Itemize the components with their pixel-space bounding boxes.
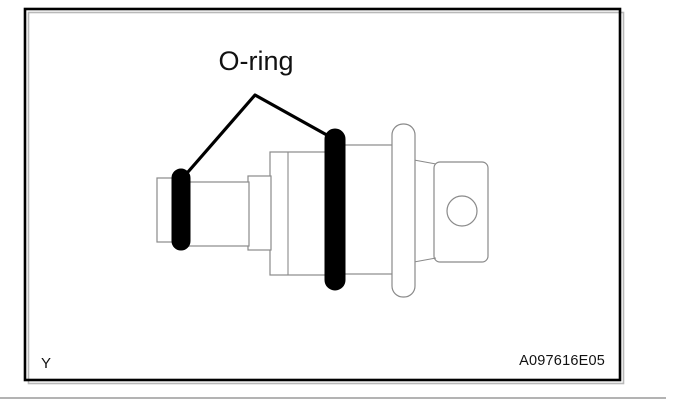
right-oring-shape [324, 128, 346, 291]
left-oring-shape [171, 168, 191, 251]
mid-step-collar-outline [247, 175, 272, 251]
oring-title-label: O-ring [218, 46, 293, 76]
figure-code-label: A097616E05 [519, 353, 605, 369]
oring-leader-line [179, 93, 336, 182]
taper-upper-line [413, 159, 437, 165]
flange-disc-outline [391, 123, 416, 298]
frame-shadow [27, 11, 625, 385]
port-hole-circle [446, 195, 478, 227]
diagram-frame-border [23, 7, 622, 382]
view-direction-label: Y [41, 355, 51, 372]
taper-lower-line [413, 257, 437, 263]
